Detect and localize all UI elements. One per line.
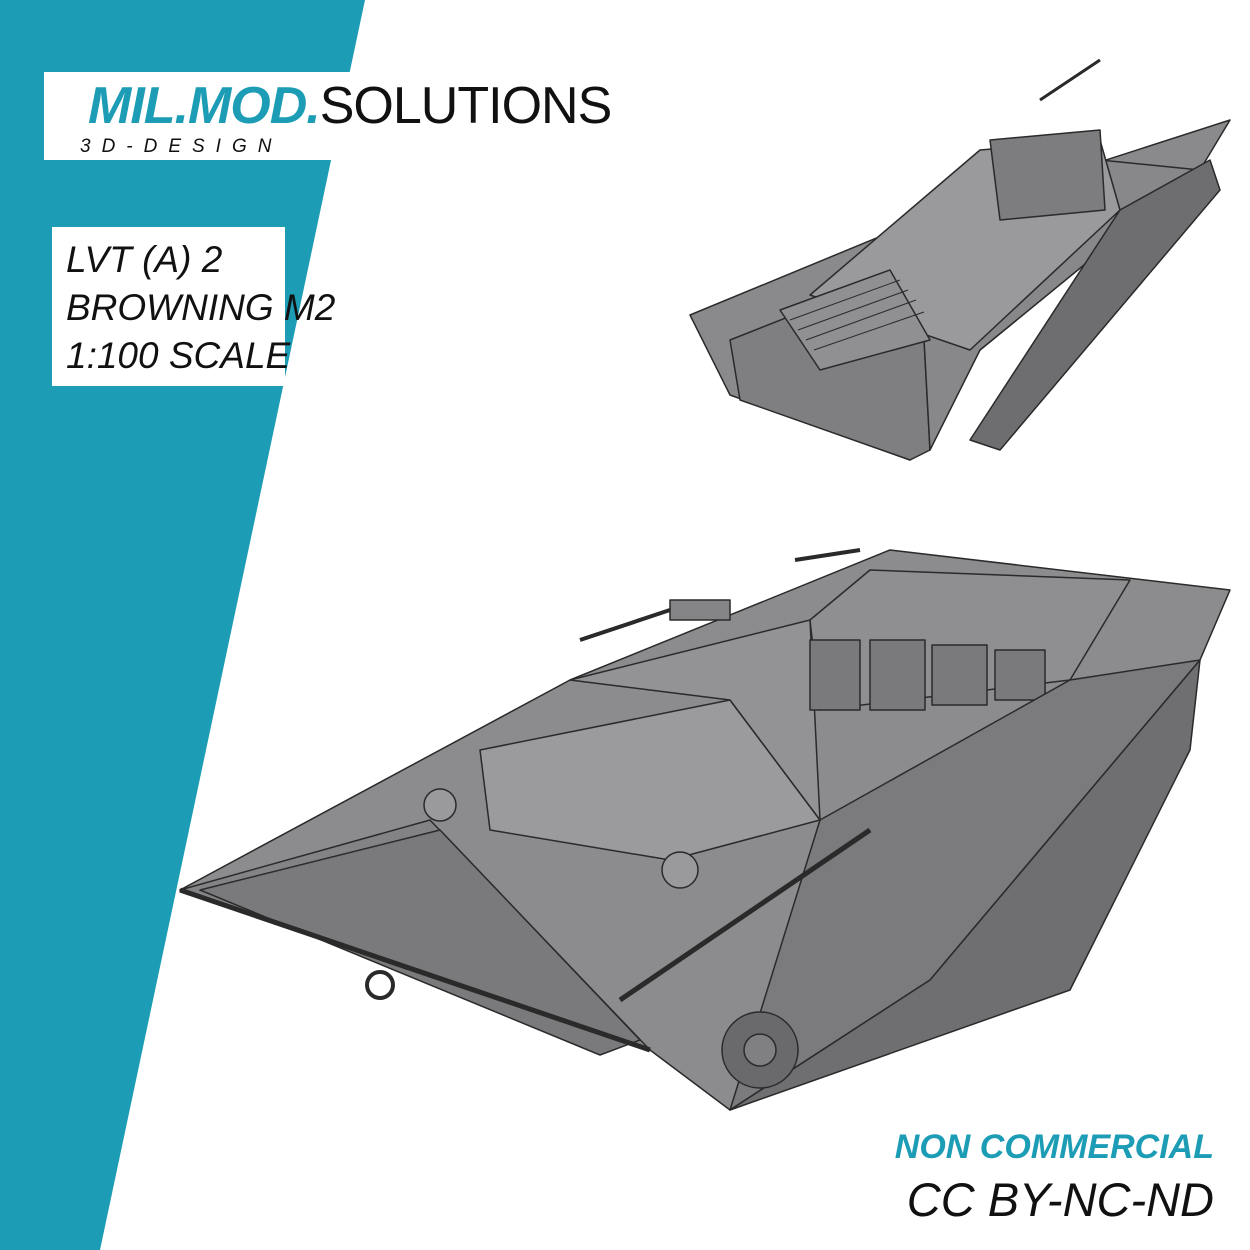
weapon-name: BROWNING M2 bbox=[66, 287, 336, 328]
license-type: NON COMMERCIAL bbox=[894, 1128, 1214, 1166]
product-info: LVT (A) 2 BROWNING M2 1:100 SCALE bbox=[52, 227, 335, 386]
brand-logo: MIL.MOD.SOLUTIONS 3D-DESIGN bbox=[44, 72, 664, 160]
vehicle-render-rear bbox=[689, 58, 1231, 461]
brand-name: MIL.MOD.SOLUTIONS bbox=[88, 76, 612, 136]
brand-subtitle: 3D-DESIGN bbox=[80, 136, 283, 157]
scale-label: 1:100 SCALE bbox=[66, 335, 291, 376]
brand-rest: SOLUTIONS bbox=[319, 77, 612, 135]
model-name: LVT (A) 2 bbox=[66, 239, 223, 280]
license-code: CC BY-NC-ND bbox=[906, 1173, 1214, 1226]
brand-accent: MIL.MOD. bbox=[88, 77, 321, 135]
vehicle-render-front bbox=[179, 548, 1231, 1111]
